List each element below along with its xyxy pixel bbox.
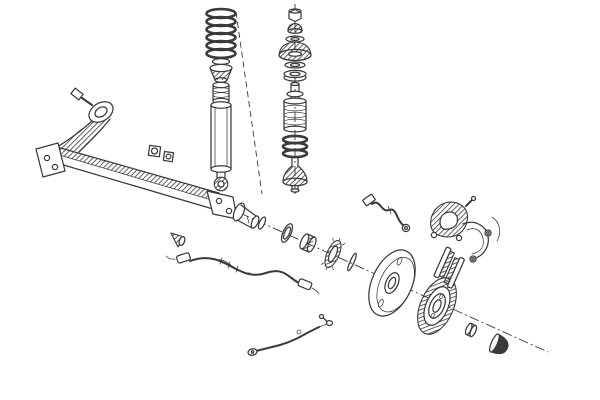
shaft-seal xyxy=(280,223,294,243)
rubber-grommet xyxy=(170,232,186,248)
stub-axle xyxy=(232,202,260,229)
bearing-race xyxy=(299,233,317,253)
spring-washer xyxy=(211,57,231,66)
brake-pads xyxy=(433,246,465,289)
upper-strut-mount xyxy=(278,41,312,62)
hub-nut xyxy=(464,322,478,338)
stabilizer-link xyxy=(247,313,334,356)
strut-mount-kit xyxy=(278,8,312,193)
axle-beam xyxy=(35,87,260,229)
washer-lower xyxy=(284,61,306,69)
brake-disc xyxy=(417,277,457,335)
rebound-buffer xyxy=(281,134,309,159)
spring-seat xyxy=(209,63,233,83)
brake-hose xyxy=(362,193,411,233)
abs-tone-ring xyxy=(320,237,346,271)
dome-nut xyxy=(287,22,303,34)
protective-boot xyxy=(283,96,307,133)
bump-stop xyxy=(212,81,230,105)
caliper-bracket xyxy=(462,216,501,263)
spacer-sleeve xyxy=(286,81,304,98)
cap-nut xyxy=(288,8,302,23)
bushing-bolt xyxy=(70,87,93,106)
circlip xyxy=(347,252,357,272)
brake-caliper xyxy=(430,195,477,242)
stabilizer-clamp xyxy=(147,144,175,163)
coil-spring xyxy=(205,7,237,60)
parking-brake-cable xyxy=(165,252,320,295)
grease-cap xyxy=(488,333,509,355)
spacer-washer xyxy=(257,216,267,230)
shock-absorber xyxy=(210,101,232,192)
backing-plate xyxy=(368,249,416,317)
washer-upper xyxy=(285,35,305,43)
strut-bearing xyxy=(283,69,307,82)
axle-bushing xyxy=(88,101,114,123)
lower-spring-cup xyxy=(282,157,308,193)
